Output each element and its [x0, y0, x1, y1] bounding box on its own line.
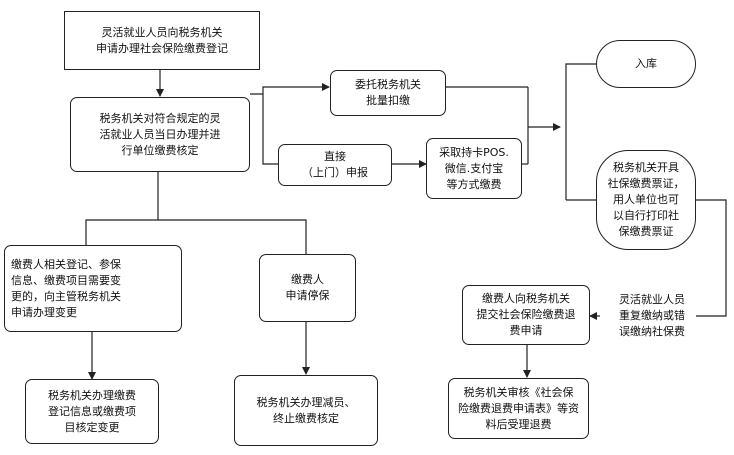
line-verify-to-stop — [158, 219, 307, 254]
line-verify-to-entrust — [250, 83, 330, 95]
node-stop-handle: 税务机关办理减员、 终止缴费核定 — [234, 375, 378, 446]
text-repeat-payment-note: 灵活就业人员 重复缴纳或错 误缴纳社保费 — [619, 293, 685, 338]
node-entrust: 委托税务机关 批量扣缴 — [330, 70, 446, 116]
node-stop-request: 缴费人 申请停保 — [259, 254, 356, 322]
node-storage: 入库 — [596, 40, 696, 88]
node-refund-handle: 税务机关审核《社会保 险缴费退费申请表》等资 料后受理退费 — [448, 378, 589, 439]
node-change-handle: 税务机关办理缴费 登记信息或缴费项 目核定变更 — [25, 379, 159, 444]
node-direct: 直接 （上门）申报 — [278, 144, 392, 186]
line-verify-down — [85, 172, 159, 245]
node-verify: 税务机关对符合规定的灵 活就业人员当日办理并进 行单位缴费核定 — [70, 97, 250, 172]
node-refund-request: 缴费人向税务机关 提交社会保险缴费退 费申请 — [462, 285, 590, 345]
line-right-loop — [696, 199, 727, 317]
node-pos: 采取持卡POS. 微信.支付宝 等方式缴费 — [426, 138, 522, 199]
line-verify-to-direct — [262, 94, 278, 165]
node-register: 灵活就业人员向税务机关 申请办理社会保险缴费登记 — [64, 11, 260, 70]
line-to-storage — [565, 63, 596, 200]
node-change-request: 缴费人相关登记、参保 信息、缴费项目需要变 更的，向主管税务机关 申请办理变更 — [4, 245, 182, 332]
node-receipt: 税务机关开具 社保缴费票证， 用人单位也可 以自行打印社 保缴费票证 — [596, 150, 696, 250]
